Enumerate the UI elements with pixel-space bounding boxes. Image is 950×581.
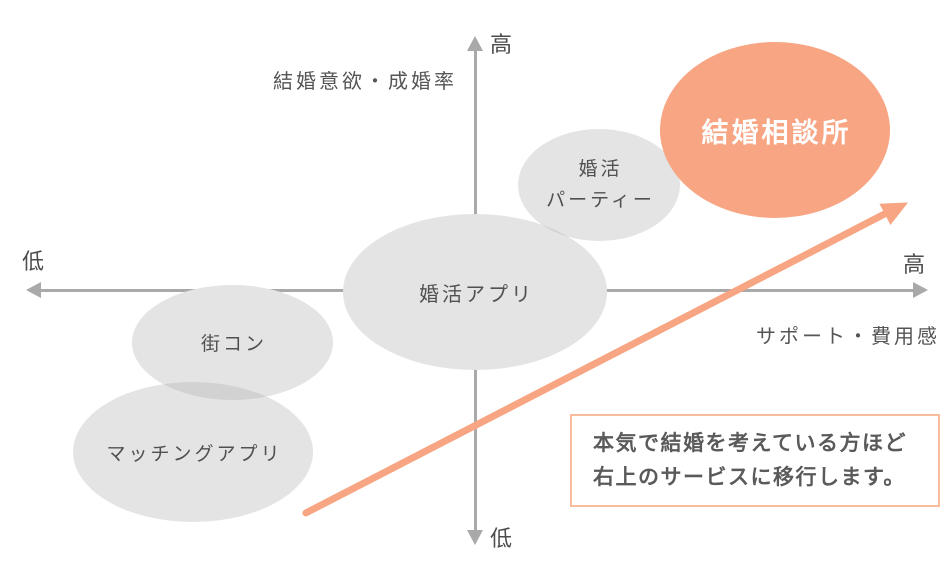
- y-axis-title: 結婚意欲・成婚率: [273, 71, 457, 93]
- bubble-matching-app-label: マッチングアプリ: [106, 443, 283, 465]
- y-axis-arrow-bottom-icon: [467, 530, 483, 545]
- y-axis-high-label: 高: [490, 32, 514, 57]
- bubble-machikon: 街コン: [132, 285, 333, 400]
- bubble-matching-app: マッチングアプリ: [73, 382, 313, 522]
- bubble-konkatsu-party-label-line1: 婚活: [578, 159, 623, 180]
- note-box: 本気で結婚を考えている方ほど 右上のサービスに移行します。: [570, 414, 940, 507]
- bubble-marriage-agency-label: 結婚相談所: [701, 117, 852, 148]
- bubble-konkatsu-party: 婚活 パーティー: [518, 129, 680, 241]
- y-axis-arrow-top-icon: [467, 36, 483, 51]
- x-axis-arrow-left-icon: [26, 282, 41, 298]
- note-line-2: 右上のサービスに移行します。: [593, 466, 906, 489]
- x-axis-low-label: 低: [22, 249, 46, 274]
- bubble-machikon-label: 街コン: [200, 334, 267, 355]
- trend-arrow-head-icon: [879, 191, 914, 226]
- x-axis-title: サポート・費用感: [756, 326, 940, 348]
- x-axis-high-label: 高: [903, 252, 927, 277]
- note-line-1: 本気で結婚を考えている方ほど: [593, 432, 907, 455]
- bubble-overlap-shade: [518, 214, 607, 241]
- y-axis-low-label: 低: [490, 526, 514, 551]
- bubble-overlap-shade: [132, 382, 313, 400]
- bubble-konkatsu-app-label: 婚活アプリ: [419, 283, 534, 306]
- bubble-marriage-agency: 結婚相談所: [660, 42, 890, 218]
- bubble-konkatsu-party-label-line2: パーティー: [546, 190, 655, 211]
- x-axis-arrow-right-icon: [913, 282, 928, 298]
